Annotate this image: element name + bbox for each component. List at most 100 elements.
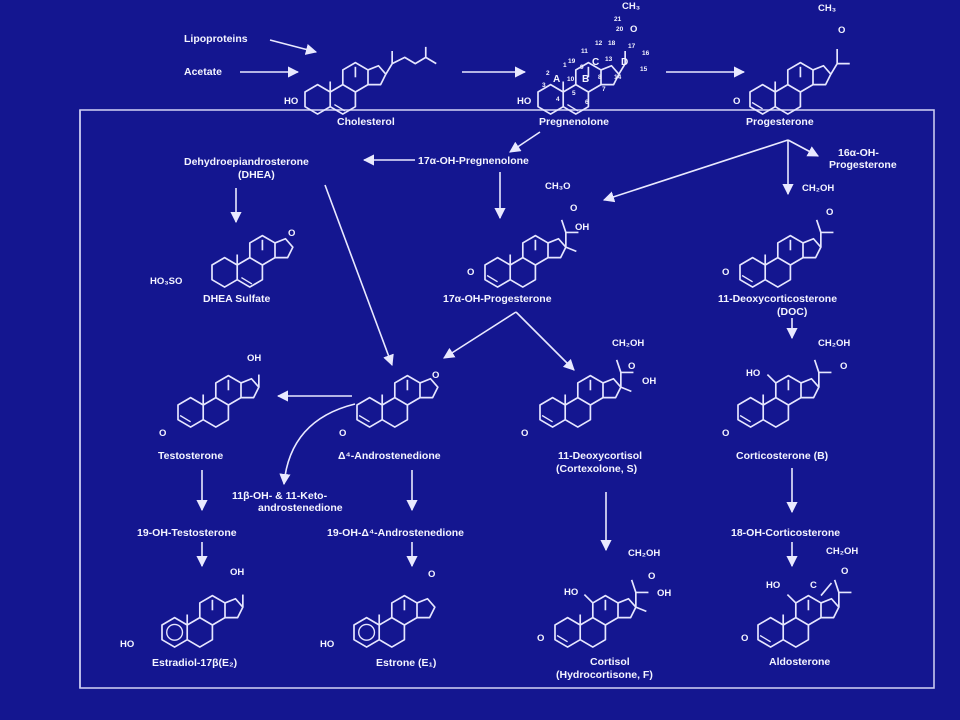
dhea-sulfate-structure: [211, 234, 294, 288]
androstenedione-structure: [356, 374, 439, 428]
group-o-andro-d: O: [432, 370, 440, 381]
label-lipoproteins: Lipoproteins: [184, 33, 248, 45]
label-acetate: Acetate: [184, 66, 222, 78]
cholesterol-structure: [304, 46, 437, 115]
carbon-number-12: 12: [595, 40, 603, 47]
group-o-pregnenolone: O: [630, 24, 638, 35]
estrone-structure: [353, 594, 436, 648]
group-o-corticosterone: O: [840, 361, 848, 372]
label-cortisol-alt: (Hydrocortisone, F): [556, 669, 653, 681]
group-o-doc-a: O: [722, 267, 730, 278]
carbon-number-16: 16: [642, 50, 650, 57]
ring-label-b: B: [582, 74, 590, 85]
carbon-number-19: 19: [568, 58, 576, 65]
carbon-number-3: 3: [542, 82, 546, 89]
carbon-number-18: 18: [608, 40, 616, 47]
group-ch2oh-deoxycortisol: CH₂OH: [612, 338, 645, 349]
label-16oh-progesterone-2: Progesterone: [829, 159, 897, 171]
label-cortisol: Cortisol: [590, 656, 630, 668]
group-o-aldosterone-a: O: [741, 633, 749, 644]
doc-structure: [739, 219, 834, 288]
estradiol-structure: [161, 594, 244, 648]
label-progesterone: Progesterone: [746, 116, 814, 128]
group-o-deoxycortisol: O: [628, 361, 636, 372]
label-17oh-progesterone: 17α-OH-Progesterone: [443, 293, 552, 305]
label-cholesterol: Cholesterol: [337, 116, 395, 128]
label-pregnenolone: Pregnenolone: [539, 116, 610, 128]
label-estrone: Estrone (E₁): [376, 657, 437, 669]
label-aldosterone: Aldosterone: [769, 656, 831, 668]
carbon-number-7: 7: [602, 86, 606, 93]
progesterone-structure: [749, 48, 850, 115]
carbon-number-6: 6: [585, 99, 589, 106]
group-ho-cortisol: HO: [564, 587, 579, 598]
cortisol-structure: [554, 579, 649, 648]
group-o-doc: O: [826, 207, 834, 218]
testosterone-structure: [177, 374, 260, 428]
label-doc: 11-Deoxycorticosterone: [718, 293, 838, 305]
group-o-progesterone-a: O: [733, 96, 741, 107]
group-ch3-pregnenolone: CH₃: [622, 1, 641, 12]
group-o-progesterone: O: [838, 25, 846, 36]
group-ch3-progesterone: CH₃: [818, 3, 837, 14]
ring-label-d: D: [621, 57, 629, 68]
group-ho-estrone: HO: [320, 639, 335, 650]
pathway-arrows: [196, 39, 819, 568]
label-estradiol: Estradiol-17β(E₂): [152, 657, 238, 669]
group-o-corticosterone-a: O: [722, 428, 730, 439]
17oh-progesterone-structure: [484, 219, 579, 288]
group-ch2oh-corticosterone: CH₂OH: [818, 338, 851, 349]
group-ho-cholesterol: HO: [284, 96, 299, 107]
deoxycortisol-structure: [539, 359, 634, 428]
carbon-number-17: 17: [628, 43, 636, 50]
carbon-number-4: 4: [556, 96, 560, 103]
group-ho-pregnenolone: HO: [517, 96, 532, 107]
group-o-deoxycortisol-a: O: [521, 428, 529, 439]
pregnenolone-structure: [537, 51, 626, 115]
group-ho3so: HO₃SO: [150, 276, 183, 287]
carbon-number-10: 10: [567, 76, 575, 83]
group-o-aldosterone: O: [841, 566, 849, 577]
group-oh-deoxycortisol: OH: [642, 376, 657, 387]
label-11keto-2: androstenedione: [258, 502, 343, 514]
carbon-number-5: 5: [572, 90, 576, 97]
group-oh-testosterone: OH: [247, 353, 262, 364]
group-ho-aldosterone: HO: [766, 580, 781, 591]
group-oh-17ohp: OH: [575, 222, 590, 233]
label-deoxycortisol: 11-Deoxycortisol: [558, 450, 643, 462]
group-o-testosterone: O: [159, 428, 167, 439]
carbon-number-20: 20: [616, 26, 624, 33]
group-o-dhea: O: [288, 228, 296, 239]
label-17oh-pregnenolone: 17α-OH-Pregnenolone: [418, 155, 529, 167]
carbon-number-8: 8: [598, 74, 602, 81]
label-deoxycortisol-alt: (Cortexolone, S): [556, 463, 638, 475]
group-ch2oh-aldosterone: CH₂OH: [826, 546, 859, 557]
group-ho-estradiol: HO: [120, 639, 135, 650]
group-ch3o-17ohp: CH₃O: [545, 181, 571, 192]
label-corticosterone: Corticosterone (B): [736, 450, 829, 462]
group-o-17ohp: O: [570, 203, 578, 214]
carbon-number-21: 21: [614, 16, 622, 23]
label-18oh-corticosterone: 18-OH-Corticosterone: [731, 527, 841, 539]
carbon-number-14: 14: [614, 74, 622, 81]
label-19oh-androstenedione: 19-OH-Δ⁴-Androstenedione: [327, 527, 464, 539]
label-16oh-progesterone-1: 16α-OH-: [838, 147, 879, 159]
label-11keto-1: 11β-OH- & 11-Keto-: [232, 490, 328, 502]
label-19oh-testosterone: 19-OH-Testosterone: [137, 527, 237, 539]
label-doc-abbr: (DOC): [777, 306, 808, 318]
label-androstenedione: Δ⁴-Androstenedione: [338, 450, 441, 462]
label-dhea-abbr: (DHEA): [238, 169, 275, 181]
label-testosterone: Testosterone: [158, 450, 224, 462]
group-o-cortisol-a: O: [537, 633, 545, 644]
carbon-number-1: 1: [563, 62, 567, 69]
group-ch2oh-cortisol: CH₂OH: [628, 548, 661, 559]
carbon-number-11: 11: [581, 48, 588, 55]
label-dhea-sulfate: DHEA Sulfate: [203, 293, 271, 305]
corticosterone-structure: [737, 359, 832, 428]
label-dhea: Dehydroepiandrosterone: [184, 156, 309, 168]
group-c-aldosterone: C: [810, 580, 817, 591]
carbon-number-15: 15: [640, 66, 648, 73]
carbon-number-13: 13: [605, 56, 613, 63]
